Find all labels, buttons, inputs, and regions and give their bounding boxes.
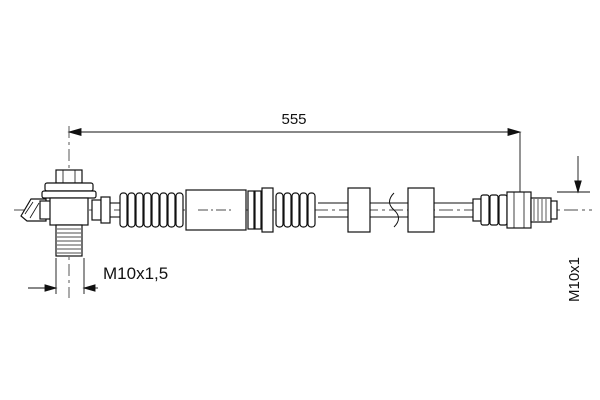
- right-callout-arrowhead: [574, 180, 582, 194]
- length-dimension-label: 555: [281, 111, 306, 128]
- right-thread-label: M10x1: [566, 257, 583, 302]
- right-crimp-rings: [480, 194, 508, 226]
- bracket-flange-upper: [44, 182, 94, 192]
- left-thread-dimension: M10x1,5: [28, 258, 168, 294]
- left-thread-label: M10x1,5: [103, 264, 168, 283]
- hose-run: [91, 187, 473, 233]
- right-thread-callout: M10x1: [557, 156, 590, 302]
- stud-thread-lines: [57, 228, 81, 254]
- arrowhead-left: [67, 128, 82, 136]
- bellows-section-2: [275, 192, 316, 228]
- hose-wall-lines: [110, 202, 473, 218]
- grommet-1: [347, 187, 371, 233]
- right-thread-lines: [533, 199, 547, 221]
- grommet-2: [407, 187, 435, 233]
- stud-arrow-left: [44, 284, 58, 292]
- collar-2: [100, 196, 111, 224]
- right-end-cap: [550, 200, 558, 220]
- collar-1: [91, 199, 102, 221]
- left-tip-hatch-1: [24, 201, 34, 215]
- length-dimension: 555: [67, 111, 522, 194]
- bracket-flange-lower: [41, 190, 97, 199]
- stud-arrow-right: [82, 284, 96, 292]
- hose-break-squiggle: [389, 192, 399, 228]
- ring-clip-section: [247, 187, 274, 233]
- right-hex-nut: [506, 191, 532, 229]
- banjo-hex-top: [55, 169, 83, 184]
- banjo-body: [49, 197, 89, 226]
- arrowhead-right: [507, 128, 522, 136]
- left-fitting-assembly: [20, 169, 97, 257]
- left-tip-hatch-2: [29, 202, 40, 219]
- right-collar: [472, 198, 482, 222]
- threaded-stud: [55, 224, 83, 257]
- bellows-section-1: [119, 192, 184, 228]
- right-fitting: [472, 191, 558, 229]
